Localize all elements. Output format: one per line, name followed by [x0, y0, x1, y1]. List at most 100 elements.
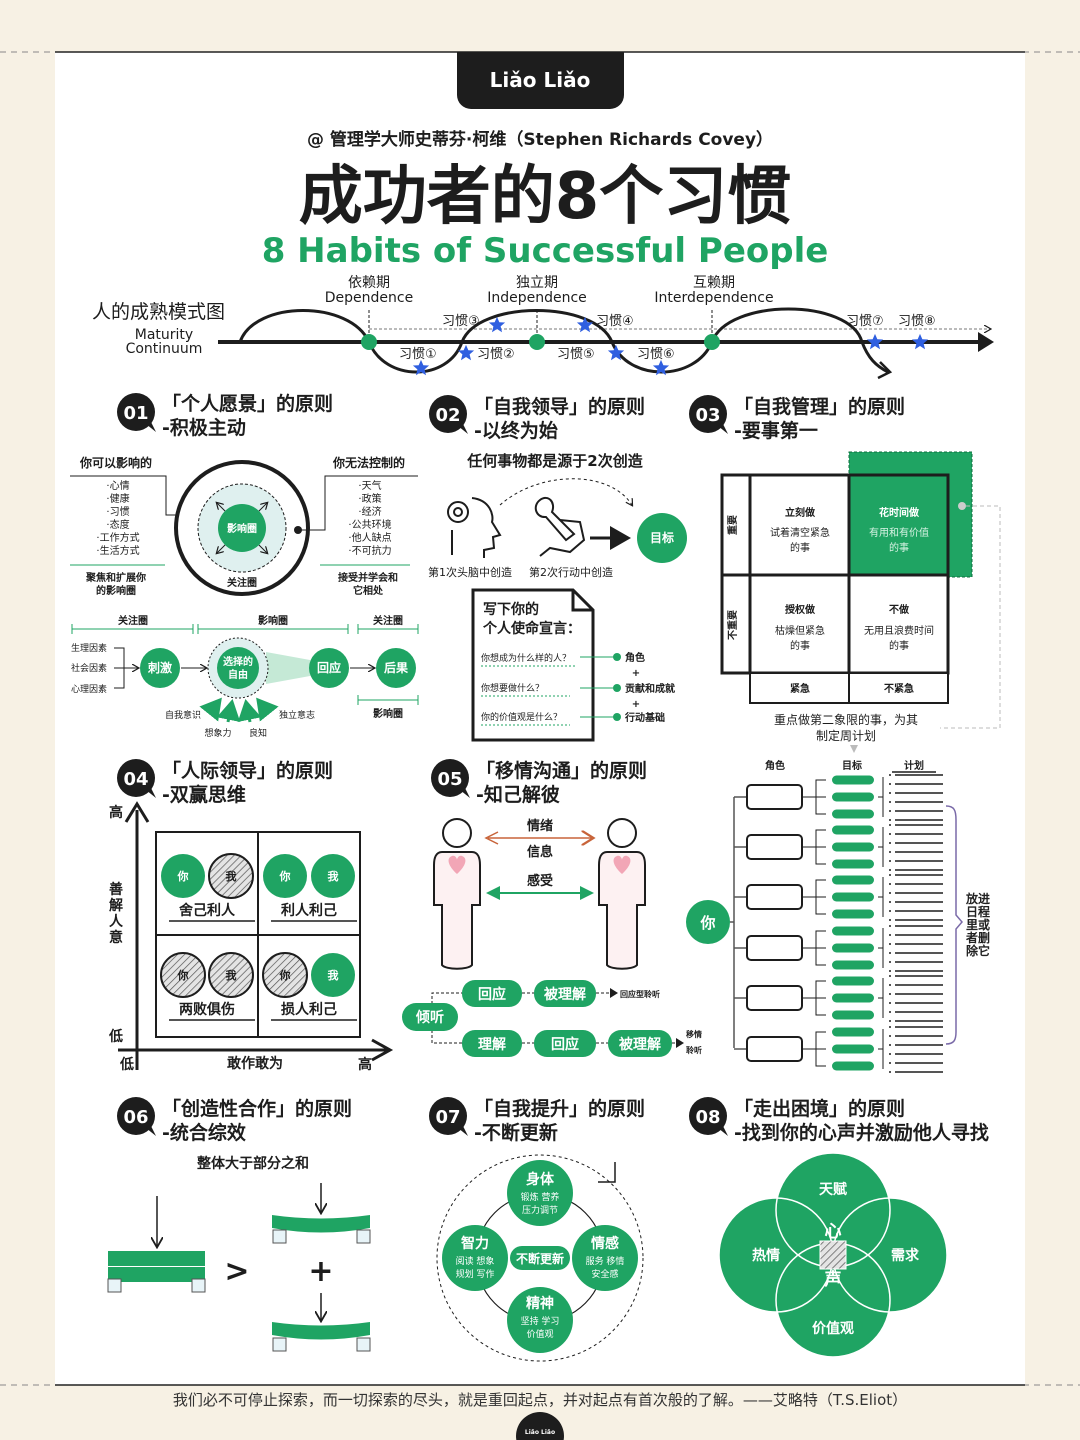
understood-pill: 被理解: [619, 1036, 661, 1053]
mission-answer: 贡献和成就: [625, 682, 675, 695]
y-axis-label: 善解人意: [109, 882, 123, 946]
dimension-detail: 坚持 学习: [521, 1315, 560, 1327]
two-creations-diagram: 任何事物都是源于2次创造 目标 第1次头脑中创造 第2次行动中创造 写下你的 个…: [428, 452, 687, 742]
segment-label: 关注圈: [373, 614, 403, 627]
venn-passion: 热情: [752, 1247, 780, 1264]
role-box[interactable]: [746, 834, 803, 860]
section-07-header: 07 「自我提升」的原则 -不断更新: [429, 1097, 645, 1144]
quadrant-desc: 有用和有价值: [869, 526, 929, 539]
dimension-name: 情感: [591, 1235, 619, 1252]
stage-label: 依赖期: [348, 275, 390, 291]
role-box[interactable]: [746, 784, 803, 810]
mission-question: 你想成为什么样的人？: [481, 652, 571, 664]
section-number: 07: [435, 1107, 460, 1128]
arrow-label: 信息: [527, 844, 553, 860]
section-number: 01: [123, 403, 148, 424]
section-subtitle: -统合综效: [162, 1121, 246, 1144]
dimension-detail: 服务 移情: [586, 1255, 625, 1267]
me-circle: [311, 953, 355, 997]
response-pill: 回应: [551, 1036, 579, 1053]
influence-item: ·心情: [106, 479, 129, 492]
brand-logo: Liǎo Liǎo: [457, 52, 624, 109]
goal-bar: [832, 825, 874, 835]
me-label: 我: [328, 869, 339, 883]
y-axis-high: 高: [109, 804, 123, 821]
habit-label: 习惯⑥: [637, 346, 675, 362]
section-subtitle: -双赢思维: [162, 783, 246, 806]
section-title: 「自我管理」的原则: [734, 395, 905, 418]
habit-label: 习惯④: [596, 313, 634, 329]
goal-bar: [832, 960, 874, 970]
role-box[interactable]: [746, 1036, 803, 1062]
greater-than-sign: >: [224, 1254, 249, 1289]
understood-pill: 被理解: [544, 986, 586, 1003]
dimension-detail: 规划 写作: [456, 1268, 495, 1280]
control-item: ·不可抗力: [348, 544, 391, 557]
row-label-important: 重要: [726, 515, 739, 535]
col-label-not-urgent: 不紧急: [884, 682, 914, 695]
role-box[interactable]: [746, 884, 803, 910]
wrench-hand-icon: [534, 496, 586, 557]
dimension-detail: 安全感: [591, 1268, 618, 1280]
section-04-header: 04 「人际领导」的原则 -双赢思维: [117, 759, 333, 806]
section-02-header: 02 「自我领导」的原则 -以终为始: [429, 395, 645, 442]
control-item: ·经济: [358, 505, 381, 518]
creation-caption: 第1次头脑中创造: [428, 565, 512, 579]
quadrant-title: 授权做: [785, 603, 816, 616]
maturity-en1: Maturity: [135, 327, 193, 343]
goal-bar: [832, 775, 874, 785]
plus-sign: +: [632, 699, 640, 710]
planner-header: 计划: [904, 759, 924, 772]
influence-item: ·态度: [106, 518, 129, 531]
goal-bar: [832, 1061, 874, 1071]
response-pill: 回应: [478, 986, 506, 1003]
plus-sign: +: [632, 668, 640, 679]
document-title: 个人使命宣言：: [482, 620, 581, 637]
habit-label: 习惯①: [399, 346, 437, 362]
x-axis-low: 低: [119, 1056, 134, 1073]
goal-bar: [832, 1044, 874, 1054]
me-circle: [311, 854, 355, 898]
factor-label: 社会因素: [71, 662, 107, 674]
goal-bar: [832, 875, 874, 885]
quadrant-label: 舍己利人: [178, 902, 236, 919]
habit-label: 习惯③: [442, 313, 480, 329]
stage-dot: [704, 334, 720, 350]
role-box[interactable]: [746, 985, 803, 1011]
stage-label: 互赖期: [693, 275, 735, 291]
habit-label: 习惯⑦: [846, 313, 884, 329]
listen-pill: 倾听: [415, 1009, 444, 1026]
influence-circle-label: 影响圈: [227, 522, 257, 535]
section-subtitle: -找到你的心声并激励他人寻找: [734, 1121, 989, 1144]
segment-label: 影响圈: [373, 707, 403, 720]
voice-venn-diagram: 天赋 热情 需求 价值观 心 声: [718, 1152, 948, 1358]
role-box[interactable]: [746, 935, 803, 961]
section-title: 「移情沟通」的原则: [476, 759, 647, 782]
maturity-title: 人的成熟模式图: [92, 301, 225, 323]
section-subtitle: -以终为始: [474, 419, 558, 442]
quadrant-title: 花时间做: [879, 506, 920, 519]
win-win-matrix: 高 低 低 高 敢作敢为 你我舍己利人你我利人利己你我两败俱伤你我损人利己: [108, 801, 394, 1073]
goal-bar: [832, 1027, 874, 1037]
schedule-bracket: [945, 805, 963, 1045]
dimension-detail: 阅读 想象: [456, 1255, 495, 1267]
section-subtitle: -要事第一: [734, 419, 818, 442]
section-title: 「走出困境」的原则: [734, 1097, 905, 1120]
author-line: @ 管理学大师史蒂芬·柯维（Stephen Richards Covey）: [307, 129, 773, 150]
matrix-note: 重点做第二象限的事，为其: [774, 712, 918, 727]
goal-bar: [832, 909, 874, 919]
section-number: 08: [695, 1107, 720, 1128]
section-01-header: 01 「个人愿景」的原则 -积极主动: [117, 392, 333, 439]
y-axis-low: 低: [108, 1028, 123, 1045]
you-circle: [262, 952, 308, 998]
goal-bar: [832, 859, 874, 869]
stimulus-response-diagram: 关注圈 影响圈 关注圈 生理因素 社会因素 心理因素 刺激 选择的 自由 回应 …: [71, 614, 419, 739]
planner-header: 角色: [765, 759, 785, 772]
quadrant: 你我两败俱伤: [160, 952, 255, 1021]
matrix-note: 制定周计划: [816, 728, 876, 743]
section-03-header: 03 「自我管理」的原则 -要事第一: [689, 395, 905, 442]
quadrant-desc: 枯燥但紧急: [775, 624, 825, 637]
you-circle: [160, 952, 206, 998]
listening-type: 移情: [686, 1029, 702, 1039]
